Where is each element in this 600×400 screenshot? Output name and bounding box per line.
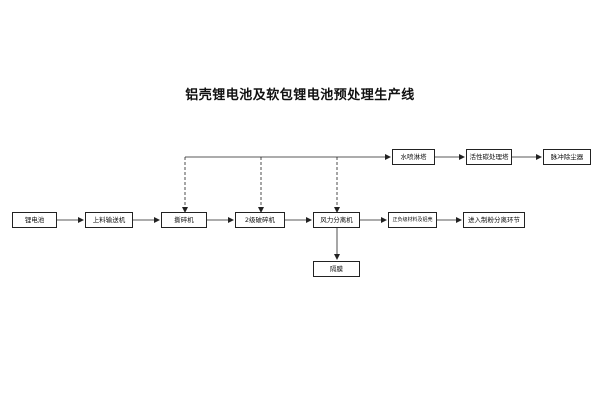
diagram-title: 铝壳锂电池及软包锂电池预处理生产线 <box>185 88 415 103</box>
node-diaphragm: 隔膜 <box>313 261 360 277</box>
node-secondary-crusher: 2级破碎机 <box>235 212 285 228</box>
node-water-spray-tower: 水喷淋塔 <box>392 149 435 165</box>
node-lithium-battery: 锂电池 <box>12 212 57 228</box>
node-tearing-crusher: 撕碎机 <box>161 212 207 228</box>
node-feeding-conveyor: 上料输送机 <box>85 212 133 228</box>
node-activated-carbon-tower: 活性碳处理塔 <box>466 149 512 165</box>
node-pulse-dust-collector: 脉冲除尘器 <box>543 149 591 165</box>
node-air-separator: 风力分离机 <box>313 212 360 228</box>
node-grinding-separation: 进入制粉分离环节 <box>463 212 525 228</box>
node-cathode-material: 正负级材料及铝壳 <box>388 212 437 228</box>
